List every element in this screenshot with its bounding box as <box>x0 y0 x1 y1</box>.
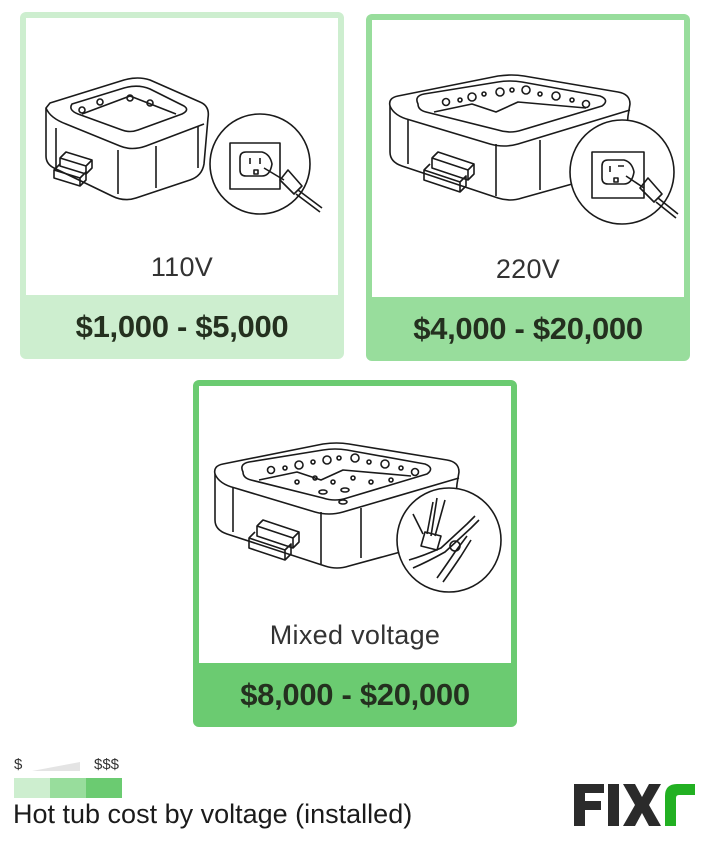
chart-caption: Hot tub cost by voltage (installed) <box>13 799 413 829</box>
small-hot-tub-icon <box>45 77 323 215</box>
cost-card-mixed-voltage: Mixed voltage $8,000 - $20,000 <box>193 380 517 727</box>
price-range: $1,000 - $5,000 <box>75 309 289 344</box>
large-hot-tub-icon <box>213 442 502 593</box>
medium-hot-tub-icon <box>388 74 679 225</box>
card-illustration-area: Mixed voltage <box>199 386 511 663</box>
legend-color-scale <box>14 778 122 798</box>
price-range: $4,000 - $20,000 <box>413 311 643 346</box>
fixr-logo <box>574 784 695 826</box>
price-range: $8,000 - $20,000 <box>240 677 470 712</box>
card-illustration-area: 220V <box>372 20 684 297</box>
legend-swatch-low <box>14 778 50 798</box>
voltage-label: Mixed voltage <box>269 620 441 650</box>
voltage-label: 110V <box>150 252 214 282</box>
legend-gradient-wedge-icon <box>32 762 80 771</box>
voltage-label: 220V <box>495 254 561 284</box>
cost-card-110v: 110V $1,000 - $5,000 <box>20 12 344 359</box>
legend-high-label: $$$ <box>94 756 120 773</box>
cost-card-220v: 220V $4,000 - $20,000 <box>366 14 690 361</box>
legend-low-label: $ <box>14 756 23 773</box>
card-illustration-area: 110V <box>26 18 338 295</box>
legend-swatch-mid <box>50 778 86 798</box>
legend-swatch-high <box>86 778 122 798</box>
